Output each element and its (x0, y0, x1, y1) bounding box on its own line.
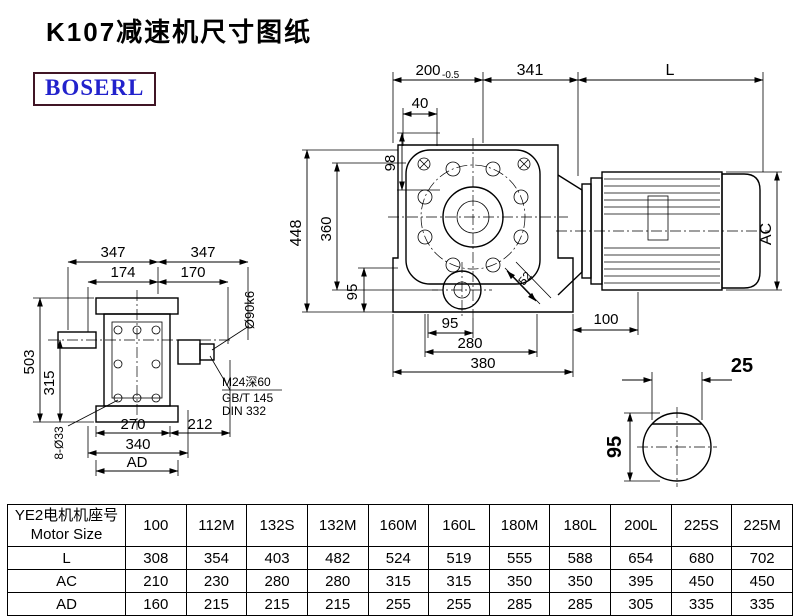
cell: 160 (125, 592, 187, 616)
cell: 215 (185, 592, 248, 616)
dim-270-label: 270 (120, 416, 145, 433)
col-header-225s: 225S (670, 504, 733, 547)
shaft-section: 25 95 (604, 355, 753, 487)
dim-95-left-label: 95 (344, 284, 361, 301)
dim-380-label: 380 (470, 355, 495, 372)
motor-size-header-cn: YE2电机机座号 (14, 506, 119, 524)
cell: 335 (731, 592, 793, 616)
cell: 315 (367, 569, 430, 593)
dim-95-section-label: 95 (604, 436, 626, 458)
technical-drawing: 347 347 174 170 503 315 270 212 340 8-Ø3… (21, 62, 782, 487)
side-view (48, 290, 232, 430)
col-header-180l: 180L (549, 504, 611, 547)
dim-40-label: 40 (412, 95, 429, 112)
dim-280-label: 280 (457, 335, 482, 352)
motor-size-header: YE2电机机座号 Motor Size (7, 504, 126, 547)
col-header-132s: 132S (246, 504, 308, 547)
table-row-AC: AC 210 230 280 280 315 315 350 350 395 4… (7, 569, 793, 593)
col-header-100: 100 (125, 504, 187, 547)
cell: 305 (610, 592, 672, 616)
dim-503-label: 503 (21, 349, 38, 374)
row-label-AD: AD (7, 592, 126, 616)
dim-360-label: 360 (318, 216, 335, 241)
cell: 210 (125, 569, 187, 593)
dim-AC-label: AC (758, 223, 775, 245)
cell: 335 (670, 592, 733, 616)
cell: 280 (246, 569, 308, 593)
cell: 215 (246, 592, 308, 616)
cell: 702 (731, 546, 793, 570)
front-view-dimensions: 200 -0.5 341 L 40 98 448 360 95 95 100 (288, 62, 782, 377)
brand-logo: BOSERL (33, 72, 157, 106)
table-header-row: YE2电机机座号 Motor Size 100 112M 132S 132M 1… (7, 504, 793, 547)
cell: 588 (549, 546, 611, 570)
col-header-112m: 112M (185, 504, 248, 547)
cell: 524 (367, 546, 430, 570)
note-din-label: DIN 332 (222, 404, 266, 418)
cell: 350 (488, 569, 551, 593)
dim-100-label: 100 (593, 311, 618, 328)
cell: 354 (185, 546, 248, 570)
col-header-160m: 160M (367, 504, 430, 547)
col-header-132m: 132M (306, 504, 369, 547)
dim-341-label: 341 (517, 62, 544, 79)
col-header-200l: 200L (610, 504, 672, 547)
cell: 280 (306, 569, 369, 593)
cell: 450 (670, 569, 733, 593)
dim-L-label: L (666, 62, 675, 79)
cell: 519 (428, 546, 490, 570)
motor (556, 171, 770, 296)
dim-170-label: 170 (180, 264, 205, 281)
cell: 395 (610, 569, 672, 593)
front-view (388, 138, 574, 318)
motor-size-header-en: Motor Size (30, 525, 103, 543)
dim-200-label: 200 (415, 62, 440, 79)
dim-212-label: 212 (187, 416, 212, 433)
dim-200-tolerance: -0.5 (442, 70, 460, 81)
dim-95-bottom-label: 95 (442, 315, 459, 332)
shaft-diameter-label: Ø90k6 (242, 291, 257, 329)
dim-25-label: 25 (731, 355, 753, 377)
dim-bolt-holes-label: 8-Ø33 (52, 426, 66, 460)
col-header-160l: 160L (428, 504, 490, 547)
dim-347-left-label: 347 (100, 244, 125, 261)
cell: 555 (488, 546, 551, 570)
cell: 285 (549, 592, 611, 616)
note-tap-label: M24深60 (222, 375, 271, 389)
table-row-L: L 308 354 403 482 524 519 555 588 654 68… (7, 546, 793, 570)
cell: 654 (610, 546, 672, 570)
dim-AD-label: AD (127, 454, 148, 471)
cell: 350 (549, 569, 611, 593)
dim-52-label: 52 (515, 269, 535, 288)
side-view-dimensions: 347 347 174 170 503 315 270 212 340 8-Ø3… (21, 244, 282, 476)
dim-315-label: 315 (41, 370, 58, 395)
cell: 403 (246, 546, 308, 570)
cell: 255 (428, 592, 490, 616)
dim-174-label: 174 (110, 264, 135, 281)
note-gbt-label: GB/T 145 (222, 391, 273, 405)
cell: 315 (428, 569, 490, 593)
cell: 255 (367, 592, 430, 616)
cell: 285 (488, 592, 551, 616)
col-header-180m: 180M (488, 504, 551, 547)
dim-448-label: 448 (288, 220, 305, 247)
cell: 230 (185, 569, 248, 593)
motor-fins (604, 178, 720, 284)
cell: 482 (306, 546, 369, 570)
cell: 215 (306, 592, 369, 616)
dimension-table: YE2电机机座号 Motor Size 100 112M 132S 132M 1… (7, 504, 793, 616)
dim-340-label: 340 (125, 436, 150, 453)
cell: 680 (670, 546, 733, 570)
col-header-225m: 225M (731, 504, 793, 547)
table-row-AD: AD 160 215 215 215 255 255 285 285 305 3… (7, 592, 793, 616)
page-title: K107减速机尺寸图纸 (46, 17, 313, 47)
row-label-AC: AC (7, 569, 126, 593)
cell: 308 (125, 546, 187, 570)
cell: 450 (731, 569, 793, 593)
dim-347-right-label: 347 (190, 244, 215, 261)
row-label-L: L (7, 546, 126, 570)
